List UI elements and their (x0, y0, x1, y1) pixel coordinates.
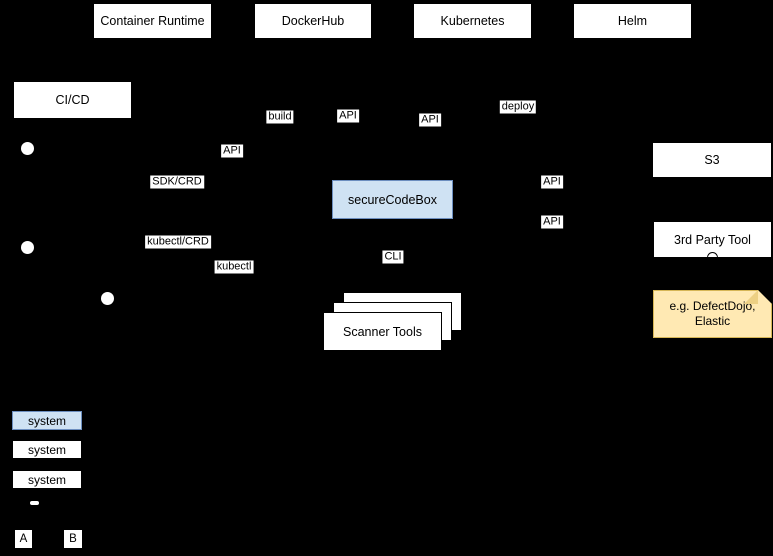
edge-label-kubectl: kubectl (214, 260, 254, 274)
legend-dash-icon (30, 501, 39, 505)
legend-marker-a: A (15, 530, 32, 548)
legend-item-system-plain: system (13, 441, 81, 458)
legend-item-system-outlined: system (12, 470, 82, 489)
edge-label-build: build (266, 110, 294, 124)
node-s3: S3 (652, 142, 772, 178)
legend-marker-b: B (64, 530, 82, 548)
edge-label-api-s3: API (541, 175, 563, 189)
edge-label-api-cicd: API (221, 144, 243, 158)
interface-port-icon (707, 252, 718, 263)
note-text: e.g. DefectDojo, Elastic (669, 299, 756, 328)
edge-label-api-dockerhub: API (337, 109, 359, 123)
edge-label-api-kubernetes: API (419, 113, 441, 127)
edge-label-deploy: deploy (499, 100, 537, 114)
node-securecodebox: secureCodeBox (332, 180, 453, 219)
node-kubernetes: Kubernetes (413, 3, 532, 39)
edge-label-api-third-party: API (541, 215, 563, 229)
connector-dot-icon (101, 292, 114, 305)
legend-item-system-highlighted: system (12, 411, 82, 430)
node-container-runtime: Container Runtime (93, 3, 212, 39)
node-helm: Helm (573, 3, 692, 39)
node-cicd: CI/CD (13, 81, 132, 119)
connector-dot-icon (21, 241, 34, 254)
node-dockerhub: DockerHub (254, 3, 372, 39)
edge-label-cli: CLI (382, 250, 404, 264)
connector-dot-icon (21, 142, 34, 155)
node-scanner-tools: Scanner Tools (323, 312, 442, 351)
note-fold-corner-icon (744, 290, 758, 304)
edge-label-kubectl-crd: kubectl/CRD (145, 235, 211, 249)
edge-label-sdk-crd: SDK/CRD (150, 175, 204, 189)
